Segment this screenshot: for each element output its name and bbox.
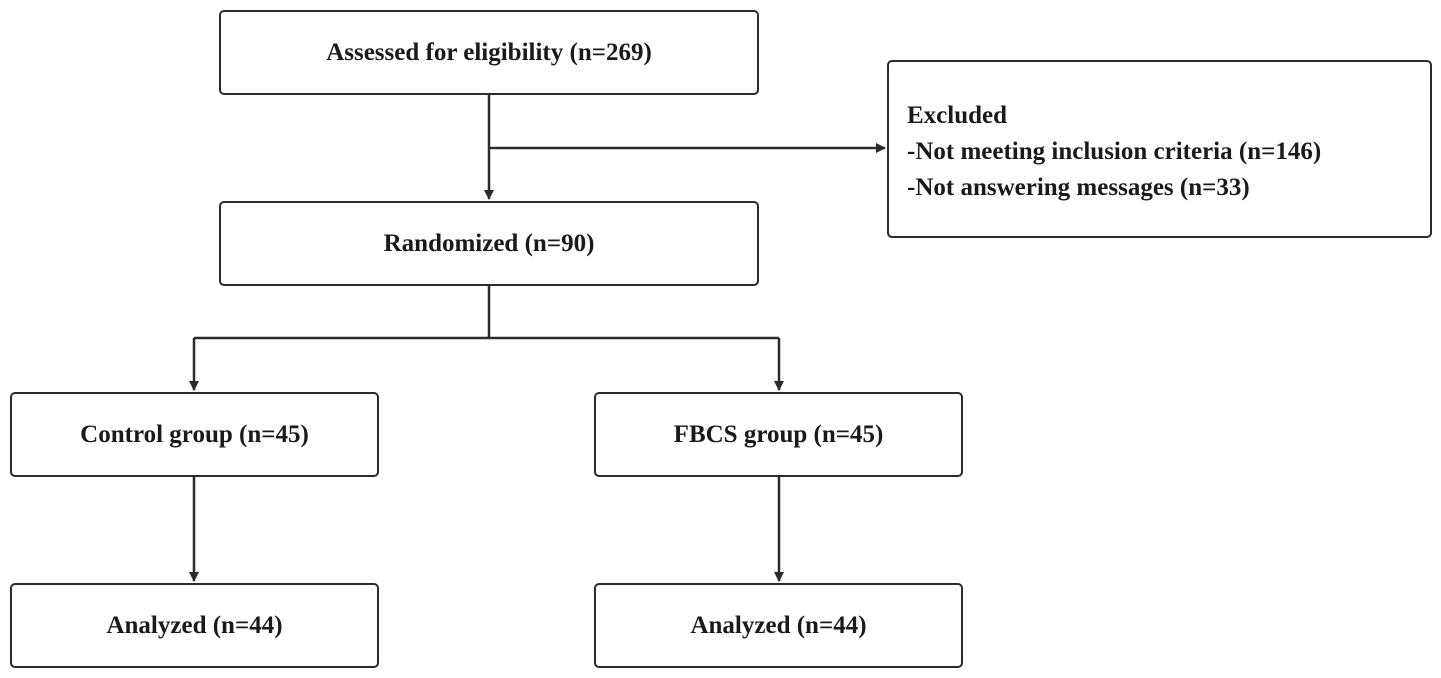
excluded-box: Excluded -Not meeting inclusion criteria… bbox=[887, 60, 1432, 238]
excluded-heading: Excluded bbox=[907, 102, 1008, 129]
excluded-item: -Not meeting inclusion criteria (n=146) bbox=[907, 138, 1322, 165]
analyzed-control-box: Analyzed (n=44) bbox=[10, 583, 379, 668]
randomized-box: Randomized (n=90) bbox=[219, 201, 759, 286]
excluded-item: -Not answering messages (n=33) bbox=[907, 174, 1250, 201]
fbcs-group-box: FBCS group (n=45) bbox=[594, 392, 963, 477]
assessed-box: Assessed for eligibility (n=269) bbox=[219, 10, 759, 95]
analyzed-fbcs-box: Analyzed (n=44) bbox=[594, 583, 963, 668]
control-group-box: Control group (n=45) bbox=[10, 392, 379, 477]
